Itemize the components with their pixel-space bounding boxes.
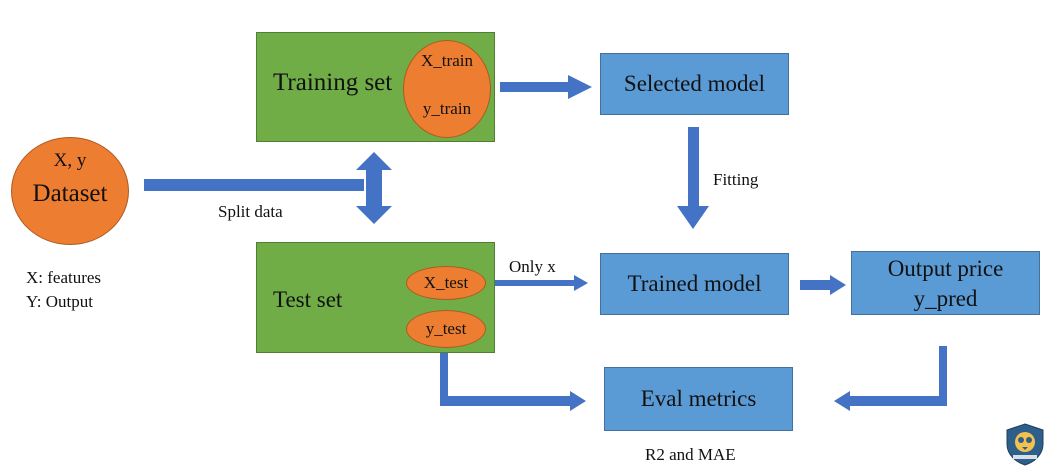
train-data-ellipse: X_train y_train	[403, 40, 491, 138]
eval-metrics-box: Eval metrics	[604, 367, 793, 431]
owl-shield-icon	[1006, 423, 1044, 466]
trained-model-box: Trained model	[600, 253, 789, 315]
output-price-label: Output price	[887, 256, 1004, 281]
selected-model-label: Selected model	[623, 71, 766, 96]
split-double-arrow	[356, 152, 392, 224]
trained-to-output-arrow	[800, 275, 846, 295]
fitting-label: Fitting	[713, 170, 759, 189]
x-train-label: X_train	[421, 51, 473, 70]
x-test-label: X_test	[423, 273, 469, 292]
output-price-box: Output price y_pred	[851, 251, 1040, 315]
y-train-label: y_train	[422, 99, 472, 118]
legend-output: Y: Output	[26, 292, 93, 311]
selected-model-box: Selected model	[600, 53, 789, 115]
eval-metrics-label: Eval metrics	[640, 386, 757, 411]
dataset-label: Dataset	[32, 180, 108, 207]
trained-model-label: Trained model	[627, 271, 762, 296]
train-to-model-arrow	[500, 75, 592, 99]
output-to-eval-arrow	[834, 346, 947, 411]
x-test-ellipse: X_test	[406, 266, 486, 300]
legend-features: X: features	[26, 268, 102, 287]
dataset-vars: X, y	[53, 150, 87, 171]
y-test-label: y_test	[425, 319, 467, 338]
only-x-arrow	[484, 275, 588, 291]
only-x-label: Only x	[509, 257, 556, 276]
test-set-label: Test set	[273, 287, 343, 312]
split-data-label: Split data	[218, 202, 283, 221]
y-pred-label: y_pred	[913, 286, 978, 311]
ytest-to-eval-arrow	[440, 346, 586, 411]
training-set-label: Training set	[273, 69, 393, 96]
y-test-ellipse: y_test	[406, 310, 486, 348]
metrics-label: R2 and MAE	[645, 445, 736, 464]
fitting-arrow	[677, 127, 709, 229]
dataset-node: X, y Dataset	[11, 137, 129, 245]
split-arrow-shaft	[144, 179, 364, 191]
